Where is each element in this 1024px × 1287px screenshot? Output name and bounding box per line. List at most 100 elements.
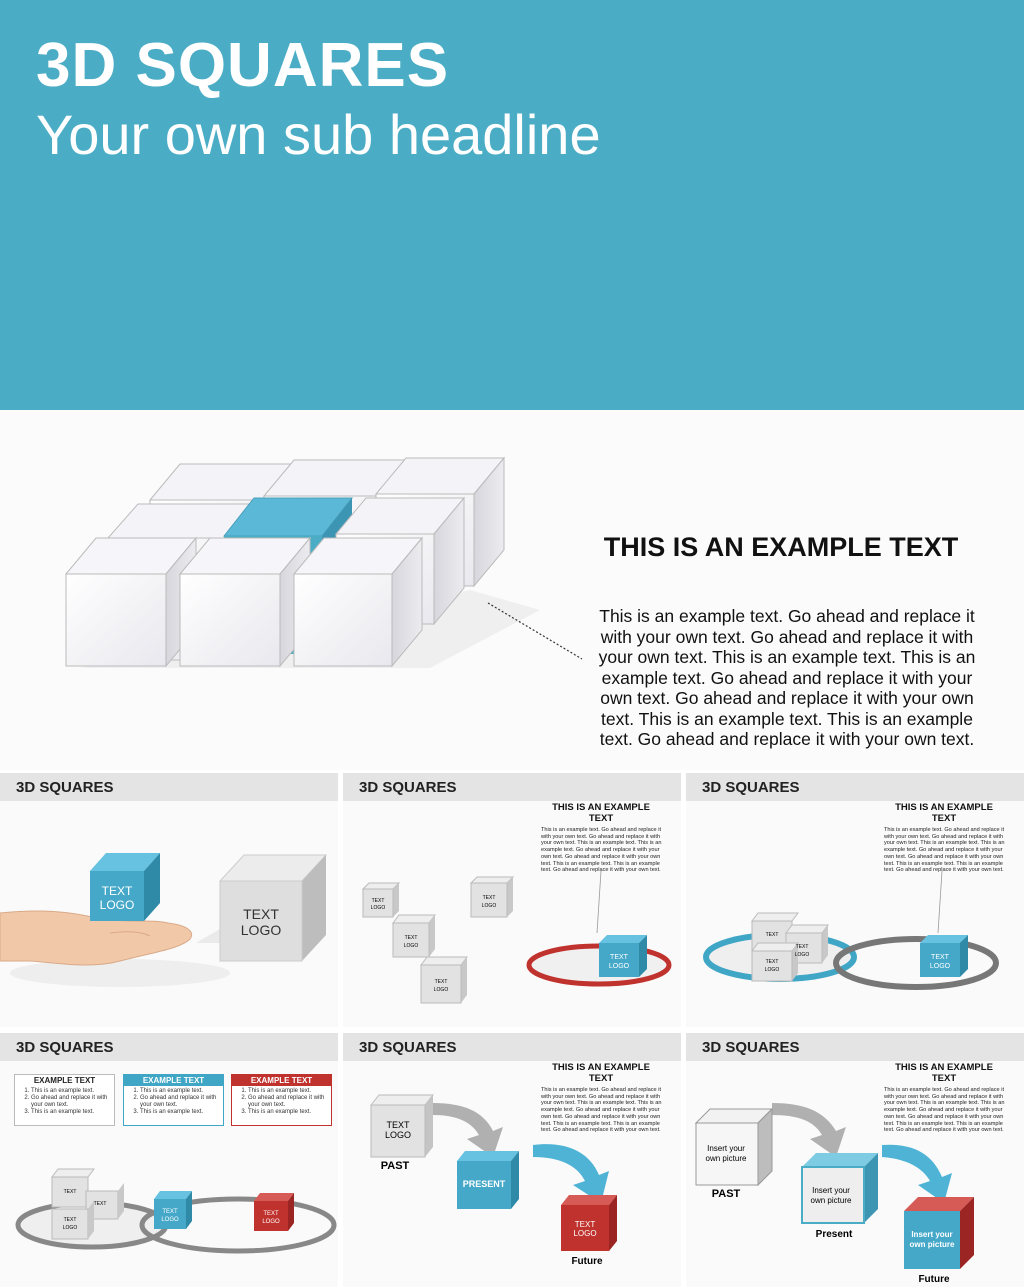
thumbnail-header: 3D SQUARES — [686, 773, 1024, 801]
hand-icon — [0, 910, 192, 966]
svg-text:LOGO: LOGO — [930, 963, 951, 970]
thumbnail-header: 3D SQUARES — [0, 773, 338, 801]
example-text-box-red: EXAMPLE TEXT This is an example text.Go … — [231, 1074, 332, 1126]
svg-text:TEXT: TEXT — [386, 1120, 410, 1130]
example-text-box-white: EXAMPLE TEXT This is an example text.Go … — [14, 1074, 115, 1126]
thumbnail-body: This is an example text. Go ahead and re… — [884, 1087, 1005, 1134]
svg-text:LOGO: LOGO — [385, 1130, 411, 1140]
blue-arrow-icon — [533, 1144, 609, 1203]
past-label: PAST — [381, 1160, 410, 1172]
gray-cube-cluster: TEXT TEXT LOGO TEXT LOGO — [751, 912, 829, 982]
svg-text:TEXT: TEXT — [575, 1220, 596, 1229]
present-cube: PRESENT — [457, 1151, 519, 1209]
slide-thumbnail-3[interactable]: 3D SQUARES THIS IS AN EXAMPLE TEXT This … — [686, 773, 1024, 1027]
svg-text:Insert your: Insert your — [707, 1144, 745, 1153]
present-label: PRESENT — [463, 1179, 506, 1189]
svg-text:LOGO: LOGO — [482, 903, 497, 909]
thumbnail-title: 3D SQUARES — [702, 779, 800, 796]
svg-text:LOGO: LOGO — [161, 1217, 179, 1223]
hand-cube-illustration: TEXT LOGO TEXT LOGO — [0, 853, 328, 987]
svg-text:TEXT: TEXT — [766, 932, 779, 938]
future-picture-cube: Insert your own picture — [904, 1197, 974, 1269]
thumbnail-heading: THIS IS AN EXAMPLE TEXT — [552, 802, 650, 824]
slide-thumbnail-5[interactable]: 3D SQUARES THIS IS AN EXAMPLE TEXT This … — [343, 1033, 681, 1287]
red-text-logo-cube: TEXT LOGO — [254, 1193, 294, 1231]
small-gray-cube: TEXT LOGO — [420, 956, 468, 1004]
slide-thumbnail-1[interactable]: 3D SQUARES TEXT LOGO TEXT LOGO — [0, 773, 338, 1027]
svg-text:Insert your: Insert your — [812, 1186, 850, 1195]
svg-text:TEXT: TEXT — [931, 954, 950, 961]
past-picture-cube: Insert your own picture — [694, 1107, 774, 1187]
gray-arrow-icon — [433, 1103, 503, 1157]
present-label: Present — [816, 1229, 853, 1240]
svg-text:LOGO: LOGO — [63, 1225, 78, 1231]
picture-timeline-illustration: Insert your own picture PAST Insert your… — [694, 1103, 974, 1285]
cube-grid-illustration — [64, 456, 583, 668]
svg-text:LOGO: LOGO — [609, 963, 630, 970]
slide-thumbnail-2[interactable]: 3D SQUARES THIS IS AN EXAMPLE TEXT This … — [343, 773, 681, 1027]
svg-text:TEXT: TEXT — [372, 898, 385, 904]
future-cube: TEXT LOGO — [561, 1195, 617, 1251]
svg-text:LOGO: LOGO — [262, 1219, 280, 1225]
cube — [64, 536, 198, 668]
svg-text:TEXT: TEXT — [102, 884, 133, 898]
svg-text:LOGO: LOGO — [765, 967, 780, 973]
example-body-text: This is an example text. Go ahead and re… — [598, 606, 976, 749]
svg-text:LOGO: LOGO — [795, 952, 810, 958]
blue-arrow-icon — [882, 1144, 952, 1203]
gray-cube-cluster: TEXT TEXT TEXT LOGO — [51, 1168, 124, 1240]
slide-thumbnail-6[interactable]: 3D SQUARES THIS IS AN EXAMPLE TEXT This … — [686, 1033, 1024, 1287]
svg-text:TEXT: TEXT — [243, 906, 279, 922]
cube — [292, 536, 424, 668]
thumbnail-header: 3D SQUARES — [343, 773, 681, 801]
past-cube: TEXT LOGO — [369, 1094, 435, 1158]
svg-text:TEXT: TEXT — [162, 1209, 178, 1215]
svg-text:TEXT: TEXT — [435, 979, 448, 985]
blue-text-logo-cube: TEXT LOGO — [599, 935, 647, 977]
cube — [178, 536, 312, 668]
svg-text:TEXT: TEXT — [483, 895, 496, 901]
example-text-box-blue: EXAMPLE TEXT This is an example text.Go … — [123, 1074, 224, 1126]
thumbnail-heading: THIS IS AN EXAMPLE TEXT — [895, 802, 993, 824]
svg-text:TEXT: TEXT — [64, 1189, 77, 1195]
gray-text-logo-cube: TEXT LOGO — [218, 854, 328, 962]
svg-text:own picture: own picture — [811, 1196, 852, 1205]
svg-text:TEXT: TEXT — [263, 1211, 279, 1217]
thumbnail-title: 3D SQUARES — [16, 1039, 114, 1056]
thumbnail-heading: THIS IS AN EXAMPLE TEXT — [895, 1062, 993, 1084]
svg-text:LOGO: LOGO — [241, 922, 282, 938]
small-gray-cube: TEXT LOGO — [361, 882, 401, 918]
thumbnail-heading: THIS IS AN EXAMPLE TEXT — [552, 1062, 650, 1084]
future-label: Future — [918, 1274, 950, 1285]
example-heading: THIS IS AN EXAMPLE TEXT — [603, 532, 959, 562]
present-picture-cube: Insert your own picture — [801, 1153, 878, 1224]
svg-text:LOGO: LOGO — [100, 898, 135, 912]
svg-text:TEXT: TEXT — [766, 959, 779, 965]
blue-text-logo-cube: TEXT LOGO — [154, 1191, 192, 1229]
thumbnail-title: 3D SQUARES — [359, 779, 457, 796]
main-slide-preview: THIS IS AN EXAMPLE TEXT This is an examp… — [0, 410, 1024, 770]
gray-arrow-icon — [772, 1103, 846, 1157]
thumbnail-body: This is an example text. Go ahead and re… — [884, 827, 1005, 874]
gray-ring — [833, 936, 999, 990]
rings-cubes-illustration: TEXT TEXT TEXT LOGO TEXT LOGO TEXT LOGO — [15, 1168, 337, 1254]
thumbnail-title: 3D SQUARES — [16, 779, 114, 796]
svg-text:LOGO: LOGO — [404, 943, 419, 949]
svg-text:TEXT: TEXT — [94, 1201, 107, 1207]
small-gray-cube: TEXT LOGO — [392, 914, 436, 958]
thumbnail-header: 3D SQUARES — [343, 1033, 681, 1061]
thumbnail-body: This is an example text. Go ahead and re… — [541, 827, 662, 874]
future-label: Future — [571, 1256, 603, 1267]
svg-text:TEXT: TEXT — [610, 954, 629, 961]
svg-text:LOGO: LOGO — [434, 987, 449, 993]
title-banner: 3D SQUARES Your own sub headline — [0, 0, 1024, 410]
sub-headline: Your own sub headline — [36, 103, 601, 166]
blue-text-logo-cube: TEXT LOGO — [920, 935, 968, 977]
blue-text-logo-cube: TEXT LOGO — [90, 853, 160, 921]
svg-text:TEXT: TEXT — [796, 944, 809, 950]
two-rings-illustration: TEXT TEXT LOGO TEXT LOGO TEXT LOGO — [703, 870, 999, 990]
slide-thumbnail-4[interactable]: 3D SQUARES EXAMPLE TEXT This is an examp… — [0, 1033, 338, 1287]
thumbnail-title: 3D SQUARES — [359, 1039, 457, 1056]
svg-text:own picture: own picture — [910, 1240, 955, 1249]
thumbnail-title: 3D SQUARES — [702, 1039, 800, 1056]
